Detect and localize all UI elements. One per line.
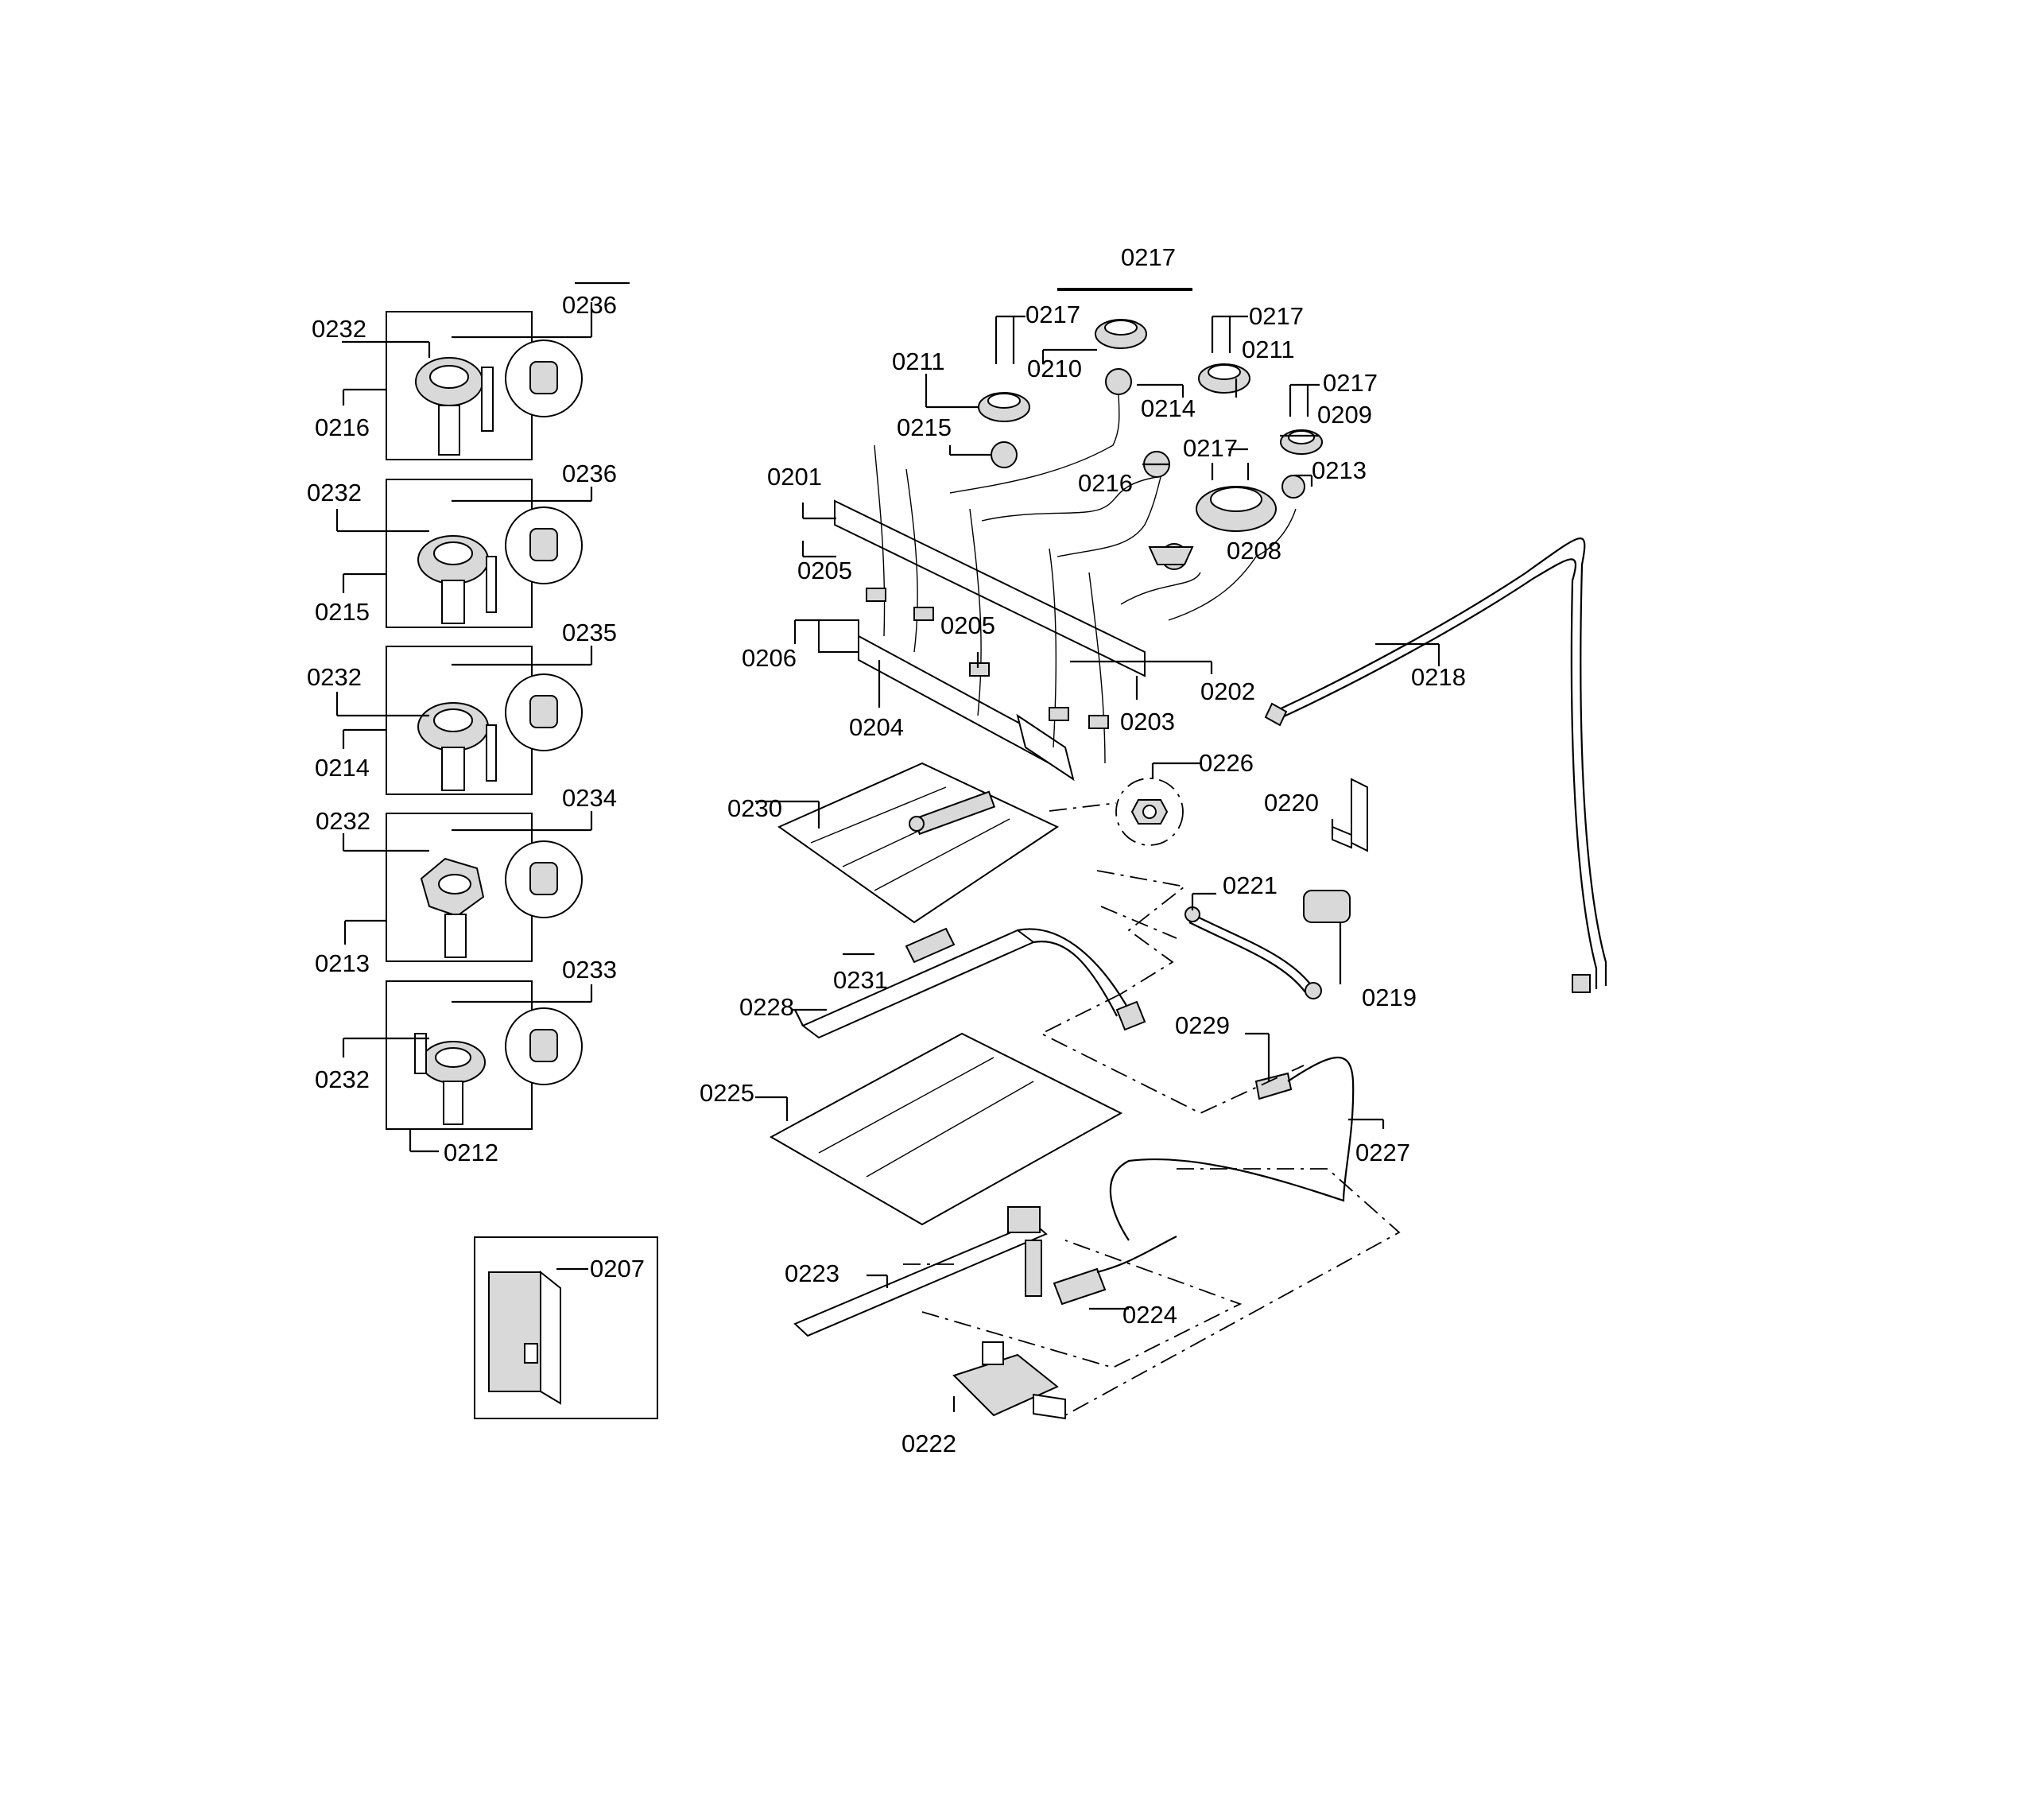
label-0232-c: 0232	[307, 663, 362, 691]
valve-sketch-2	[417, 535, 497, 624]
label-0210: 0210	[1027, 355, 1082, 382]
label-0217-top: 0217	[1121, 243, 1176, 271]
label-0232-e: 0232	[315, 1065, 370, 1093]
label-0209: 0209	[1317, 401, 1372, 429]
label-0216-top: 0216	[1078, 469, 1133, 497]
label-0205-b: 0205	[940, 611, 995, 639]
label-0230: 0230	[727, 794, 782, 822]
part-labels: 0217 0217 0217 0217 0217 0211 0211 0210 …	[307, 243, 1466, 1457]
burner-caps	[925, 288, 1323, 570]
label-0214: 0214	[315, 754, 370, 782]
label-0218: 0218	[1411, 663, 1466, 691]
manifold-assembly	[793, 394, 1297, 782]
label-0236-b: 0236	[562, 460, 617, 487]
valve-sketch-5	[414, 1033, 486, 1125]
label-0207: 0207	[590, 1255, 645, 1283]
label-0214-top: 0214	[1141, 394, 1196, 422]
label-0213-top: 0213	[1312, 456, 1367, 484]
label-0211-b: 0211	[1242, 336, 1295, 363]
label-0223: 0223	[785, 1259, 839, 1287]
label-0232-b: 0232	[307, 479, 362, 506]
label-0201: 0201	[767, 463, 822, 491]
label-0213: 0213	[315, 949, 370, 977]
label-0217-a: 0217	[1026, 301, 1080, 328]
label-0232-a: 0232	[312, 315, 366, 343]
label-0232-d: 0232	[316, 807, 370, 835]
label-0231: 0231	[833, 966, 888, 994]
oven-parts	[755, 762, 1401, 1420]
label-0215-top: 0215	[897, 413, 952, 441]
igniter-module-sketch	[488, 1270, 561, 1405]
label-0236-a: 0236	[562, 291, 617, 319]
valve-sketch-4	[420, 857, 485, 958]
label-0217-d: 0217	[1183, 434, 1238, 462]
label-0212: 0212	[444, 1139, 498, 1166]
label-0227: 0227	[1355, 1139, 1410, 1166]
label-0222: 0222	[901, 1430, 956, 1457]
label-0226: 0226	[1199, 749, 1254, 777]
label-0203: 0203	[1120, 708, 1175, 735]
label-0211-a: 0211	[892, 347, 945, 375]
label-0208: 0208	[1227, 537, 1281, 565]
label-0220: 0220	[1264, 789, 1319, 817]
label-0234: 0234	[562, 784, 617, 812]
label-0219: 0219	[1362, 984, 1417, 1011]
label-0202: 0202	[1200, 677, 1255, 705]
label-0217-c: 0217	[1323, 369, 1378, 397]
label-0216: 0216	[315, 413, 370, 441]
label-0215: 0215	[315, 598, 370, 626]
label-0225: 0225	[700, 1079, 754, 1107]
valve-sketch-1	[415, 357, 494, 456]
label-0229: 0229	[1175, 1011, 1230, 1039]
label-0206: 0206	[742, 644, 797, 672]
label-0235: 0235	[562, 619, 617, 646]
label-0205-a: 0205	[797, 557, 852, 584]
inset-panels	[335, 281, 658, 1419]
label-0204: 0204	[849, 713, 904, 741]
supply-tube	[1264, 537, 1607, 993]
label-0233: 0233	[562, 956, 617, 984]
valve-sketch-3	[417, 702, 497, 791]
label-0224: 0224	[1122, 1301, 1177, 1329]
label-0228: 0228	[739, 993, 794, 1021]
label-0221: 0221	[1223, 871, 1278, 899]
label-0217-b: 0217	[1249, 302, 1304, 330]
